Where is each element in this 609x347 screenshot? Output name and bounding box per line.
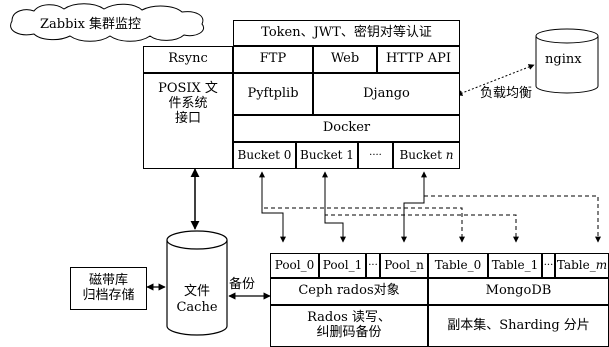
bucket-n-label: Bucket: [399, 147, 446, 162]
bucket-pool-links: [259, 171, 427, 243]
load-balance-label: 负载均衡: [480, 86, 533, 101]
table-m: Table_m: [555, 253, 609, 278]
mongodb-box: MongoDB: [428, 278, 609, 305]
pool-ellipsis: ···: [366, 253, 380, 278]
posix-box: POSIX 文 件系统 接口: [143, 73, 233, 169]
rados-rw-box: Rados 读写、 纠删码备份: [270, 305, 428, 347]
ftp-box: FTP: [233, 46, 313, 73]
bucket-table-links: [261, 195, 601, 243]
bucket-n: Bucket n: [393, 142, 460, 169]
cache-label: 文件 Cache: [176, 284, 218, 315]
ceph-rados-box: Ceph rados对象: [270, 278, 428, 305]
bucket-ellipsis: ····: [358, 142, 393, 169]
table-m-label: Table_: [556, 257, 596, 272]
backup-label: 备份: [229, 277, 256, 292]
tape-library-box: 磁带库 归档存储: [70, 267, 147, 310]
auth-box: Token、JWT、密钥对等认证: [233, 20, 460, 46]
table-1: Table_1: [488, 253, 542, 278]
table-ellipsis: ···: [542, 253, 555, 278]
table-m-index: m: [595, 257, 608, 272]
pool-1: Pool_1: [319, 253, 366, 278]
cache-cylinder: [166, 230, 228, 336]
table-0: Table_0: [428, 253, 488, 278]
zabbix-label: Zabbix 集群监控: [40, 17, 142, 32]
bucket-1: Bucket 1: [296, 142, 358, 169]
http-api-box: HTTP API: [377, 46, 460, 73]
nginx-label: nginx: [545, 52, 582, 67]
load-balance-line: [456, 64, 535, 96]
nginx-cylinder: [535, 28, 599, 94]
rsync-box: Rsync: [143, 46, 233, 73]
django-box: Django: [313, 73, 460, 115]
pool-n: Pool_n: [380, 253, 428, 278]
bucket-0: Bucket 0: [233, 142, 296, 169]
pyftplib-box: Pyftplib: [233, 73, 313, 115]
bucket-n-index: n: [445, 147, 454, 162]
pool-0: Pool_0: [270, 253, 319, 278]
web-box: Web: [313, 46, 377, 73]
sharding-box: 副本集、Sharding 分片: [428, 305, 609, 347]
zabbix-cloud-shape: [10, 3, 204, 42]
docker-box: Docker: [233, 115, 460, 142]
